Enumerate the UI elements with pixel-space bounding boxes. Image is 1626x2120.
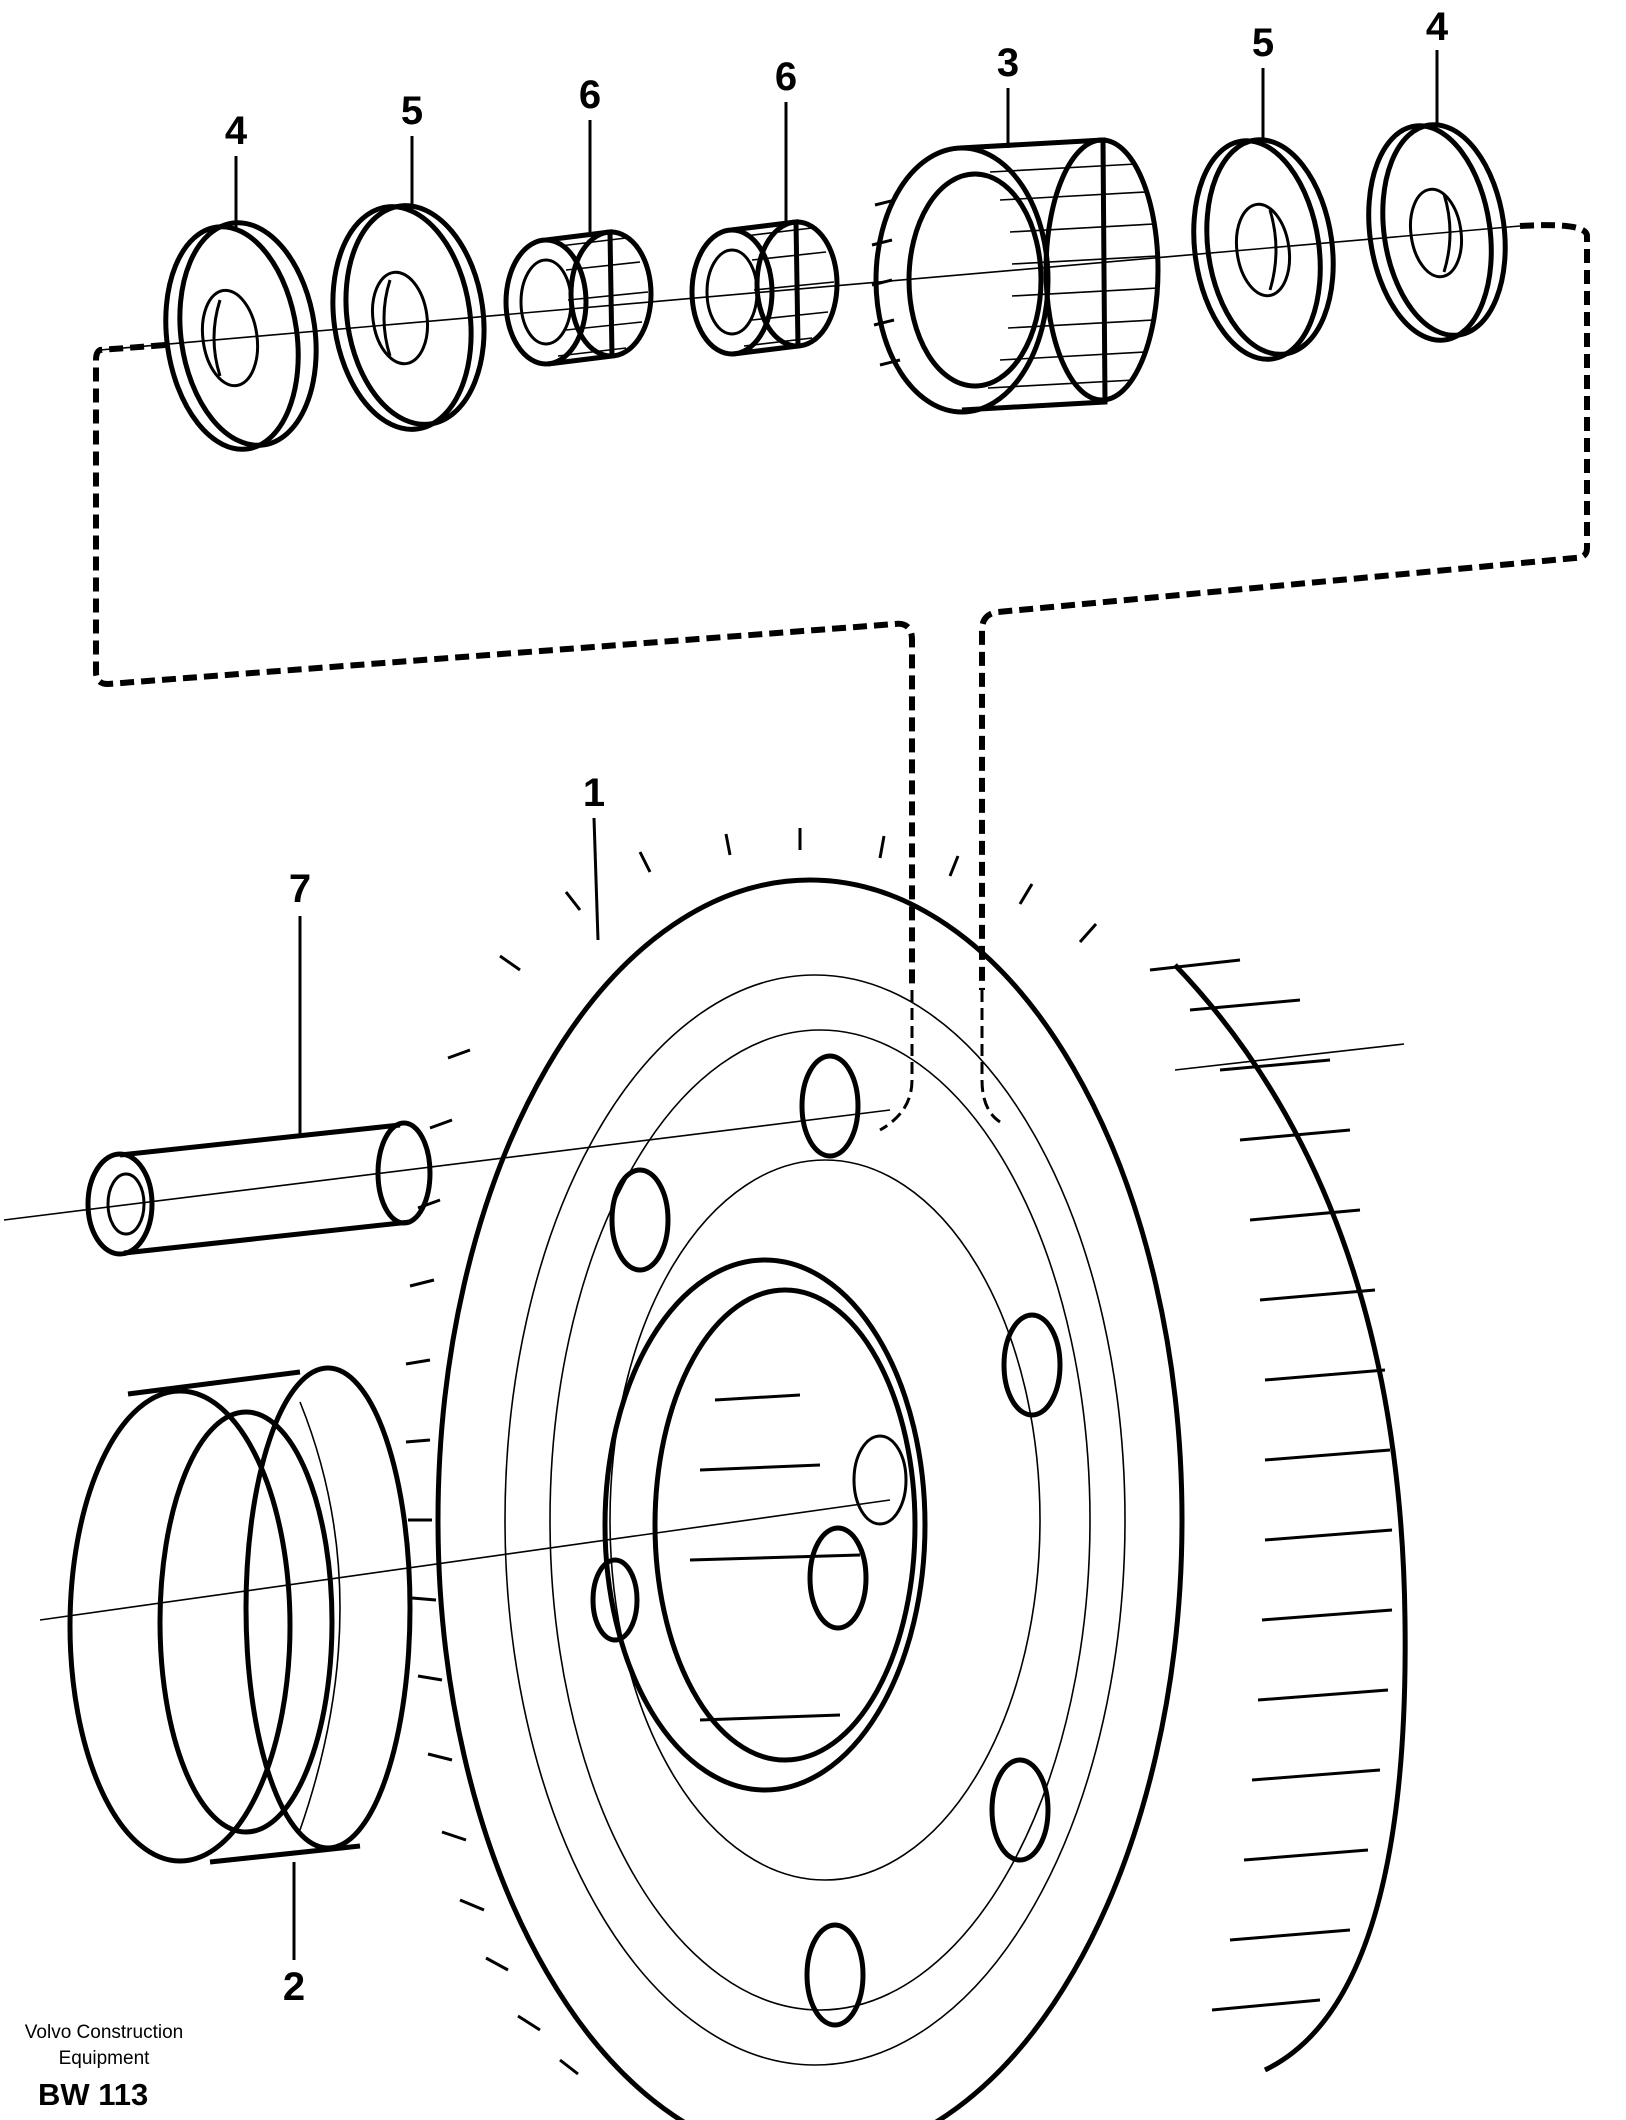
washer-left — [330, 203, 487, 432]
bushing-axis-line — [39, 1499, 891, 1621]
needle-bearing-left — [503, 229, 654, 367]
pin-axis-line — [3, 1109, 891, 1221]
callout-4-right: 4 — [1426, 5, 1449, 49]
bushing-ring — [67, 1365, 413, 1865]
planet-axis-line — [99, 225, 1521, 351]
carrier-axis-line — [1174, 1043, 1405, 1071]
callout-2: 2 — [283, 1965, 305, 2009]
drawing-code: BW 113 — [38, 2077, 148, 2112]
callout-1: 1 — [583, 771, 605, 815]
thrust-washer-right — [1366, 122, 1508, 343]
planet-gear — [871, 137, 1161, 415]
callout-leaders — [234, 50, 1439, 1960]
company-name-line2: Equipment — [59, 2048, 151, 2069]
footer-block: Volvo Construction Equipment BW 113 — [25, 2022, 183, 2112]
callout-5-right: 5 — [1252, 21, 1274, 65]
callout-6-left: 6 — [579, 73, 601, 117]
callout-6-right: 6 — [775, 55, 797, 99]
callout-3: 3 — [997, 41, 1019, 85]
planet-pin — [85, 1120, 433, 1257]
callout-4-left: 4 — [225, 109, 248, 153]
assembly-dashed-connector — [93, 222, 1590, 1132]
company-name-line1: Volvo Construction — [25, 2022, 183, 2043]
callout-numbers: 4 5 6 6 3 5 4 1 7 2 — [225, 5, 1449, 2009]
planet-carrier — [405, 828, 1408, 2120]
callout-5-left: 5 — [401, 89, 423, 133]
thrust-washer-left — [163, 220, 319, 452]
washer-right — [1191, 137, 1336, 362]
callout-7: 7 — [289, 867, 311, 911]
